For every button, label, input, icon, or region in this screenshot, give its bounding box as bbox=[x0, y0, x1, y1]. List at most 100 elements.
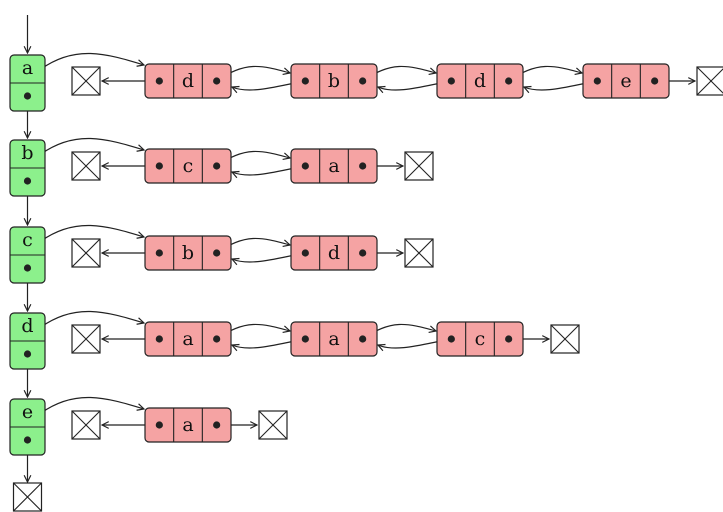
node-prev-dot bbox=[301, 335, 309, 343]
node-label: e bbox=[620, 70, 631, 92]
node-prev-dot bbox=[447, 77, 455, 85]
adjacency-next-null bbox=[404, 151, 434, 181]
node-box bbox=[436, 321, 524, 357]
null-box-cross bbox=[71, 151, 101, 181]
node-box bbox=[290, 321, 378, 357]
node-box bbox=[144, 148, 232, 184]
adjacency-prev-null bbox=[71, 151, 101, 181]
node-next-dot bbox=[213, 335, 221, 343]
null-box-cross bbox=[550, 324, 580, 354]
adjacency-node-a: a bbox=[144, 321, 232, 357]
node-box bbox=[144, 321, 232, 357]
adjacency-node-c: c bbox=[144, 148, 232, 184]
node-label: a bbox=[328, 155, 339, 177]
node-box bbox=[582, 63, 670, 99]
adjacency-head-arrow bbox=[40, 52, 144, 70]
vertex-next-dot bbox=[23, 436, 32, 444]
node-box bbox=[290, 148, 378, 184]
node-label: c bbox=[475, 328, 486, 350]
adjacency-node-a: a bbox=[144, 407, 232, 443]
adjacency-prev-null bbox=[71, 324, 101, 354]
adjacency-head-arrow bbox=[40, 224, 144, 242]
node-box bbox=[290, 63, 378, 99]
node-box bbox=[144, 63, 232, 99]
vertex-a: a bbox=[9, 54, 46, 112]
adjacency-node-e: e bbox=[582, 63, 670, 99]
null-box-cross bbox=[404, 151, 434, 181]
vertex-label: b bbox=[21, 142, 33, 164]
vertex-label: e bbox=[22, 401, 33, 423]
adjacency-head-arrow bbox=[40, 137, 144, 155]
node-prev-dot bbox=[593, 77, 601, 85]
node-label: c bbox=[183, 155, 194, 177]
adjacency-head-arrow bbox=[40, 310, 144, 328]
node-next-dot bbox=[651, 77, 659, 85]
node-label: b bbox=[182, 242, 194, 264]
node-next-dot bbox=[505, 335, 513, 343]
node-box bbox=[290, 235, 378, 271]
null-box-cross bbox=[71, 238, 101, 268]
node-next-dot bbox=[213, 249, 221, 257]
node-next-dot bbox=[213, 421, 221, 429]
node-prev-dot bbox=[155, 162, 163, 170]
node-box bbox=[144, 235, 232, 271]
null-box-cross bbox=[404, 238, 434, 268]
node-label: d bbox=[328, 242, 340, 264]
vertex-label: c bbox=[22, 229, 33, 251]
adjacency-next-null bbox=[258, 410, 288, 440]
adjacency-prev-null bbox=[71, 410, 101, 440]
node-next-dot bbox=[359, 77, 367, 85]
node-next-dot bbox=[359, 162, 367, 170]
adjacency-node-d: d bbox=[144, 63, 232, 99]
vertex-next-dot bbox=[23, 92, 32, 100]
adjacency-node-d: d bbox=[436, 63, 524, 99]
adjacency-node-c: c bbox=[436, 321, 524, 357]
null-box-cross bbox=[258, 410, 288, 440]
node-box bbox=[436, 63, 524, 99]
null-box-cross bbox=[71, 324, 101, 354]
node-box bbox=[144, 407, 232, 443]
node-label: a bbox=[182, 414, 193, 436]
node-prev-dot bbox=[155, 249, 163, 257]
null-box-cross bbox=[13, 482, 42, 512]
vertex-c: c bbox=[9, 226, 46, 284]
adjacency-node-a: a bbox=[290, 321, 378, 357]
vertex-b: b bbox=[9, 139, 46, 197]
node-prev-dot bbox=[447, 335, 455, 343]
vertex-next-dot bbox=[23, 350, 32, 358]
adjacency-prev-null bbox=[71, 238, 101, 268]
node-prev-dot bbox=[155, 335, 163, 343]
node-prev-dot bbox=[301, 162, 309, 170]
node-next-dot bbox=[505, 77, 513, 85]
adjacency-head-arrow bbox=[40, 396, 144, 414]
vertex-e: e bbox=[9, 398, 46, 456]
null-box-cross bbox=[696, 68, 723, 96]
adjacency-node-d: d bbox=[290, 235, 378, 271]
null-box-cross bbox=[71, 66, 101, 96]
adjacency-node-a: a bbox=[290, 148, 378, 184]
vertex-list-null bbox=[12, 482, 43, 512]
node-prev-dot bbox=[301, 77, 309, 85]
vertex-next-dot bbox=[23, 264, 32, 272]
node-label: b bbox=[328, 70, 340, 92]
node-label: a bbox=[182, 328, 193, 350]
node-next-dot bbox=[213, 77, 221, 85]
null-box-cross bbox=[71, 410, 101, 440]
node-next-dot bbox=[359, 335, 367, 343]
node-label: a bbox=[328, 328, 339, 350]
node-prev-dot bbox=[155, 77, 163, 85]
node-label: d bbox=[474, 70, 486, 92]
vertex-d: d bbox=[9, 312, 46, 370]
node-next-dot bbox=[359, 249, 367, 257]
nodes-layer: a d b d e b c a c b d d a a c e a bbox=[9, 54, 723, 512]
node-label: d bbox=[182, 70, 194, 92]
adjacency-next-null bbox=[550, 324, 580, 354]
adjacency-prev-null bbox=[71, 66, 101, 96]
vertex-next-dot bbox=[23, 177, 32, 185]
node-prev-dot bbox=[155, 421, 163, 429]
node-next-dot bbox=[213, 162, 221, 170]
adjacency-next-null bbox=[696, 66, 723, 96]
adjacency-node-b: b bbox=[144, 235, 232, 271]
adjacency-next-null bbox=[404, 238, 434, 268]
